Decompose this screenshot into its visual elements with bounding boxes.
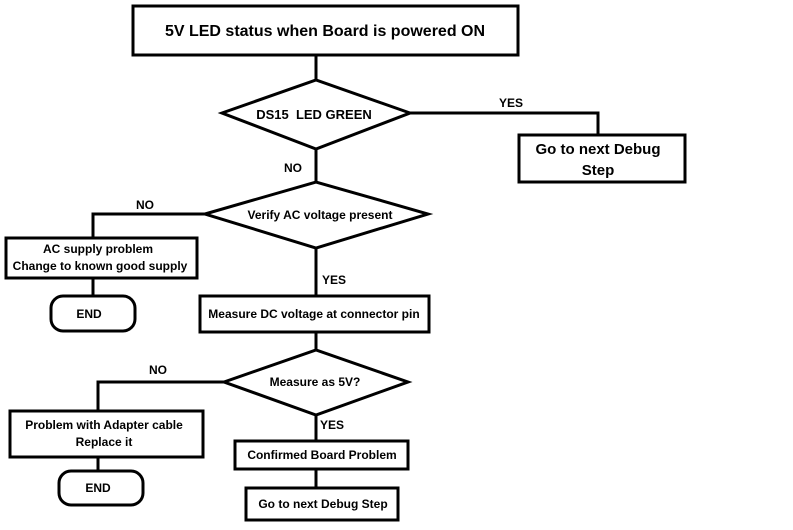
adapter-problem-box bbox=[8, 409, 205, 459]
next-debug-step-bottom-label: Go to next Debug Step bbox=[258, 497, 387, 511]
connector-5v-no bbox=[96, 380, 224, 411]
board-problem-box bbox=[233, 439, 410, 471]
start-label: 5V LED status when Board is powered ON bbox=[165, 23, 485, 40]
next-debug-step-top-line2: Step bbox=[582, 162, 615, 179]
next-debug-step-box-bottom bbox=[244, 486, 400, 522]
start-box bbox=[131, 4, 520, 57]
label-no-5v: NO bbox=[149, 363, 167, 377]
measure-dc-label: Measure DC voltage at connector pin bbox=[208, 307, 419, 321]
decision-led-diamond bbox=[217, 78, 415, 151]
end-label-1: END bbox=[76, 307, 102, 321]
label-yes-ac: YES bbox=[322, 273, 346, 287]
decision-5v-label: Measure as 5V? bbox=[270, 375, 361, 389]
adapter-problem-line2: Replace it bbox=[76, 435, 133, 449]
ac-supply-problem-line2: Change to known good supply bbox=[13, 259, 188, 273]
label-no-led: NO bbox=[284, 161, 302, 175]
decision-ac-label: Verify AC voltage present bbox=[248, 208, 393, 222]
board-problem-label: Confirmed Board Problem bbox=[247, 448, 396, 462]
adapter-problem-line1: Problem with Adapter cable bbox=[25, 418, 183, 432]
next-debug-step-top-line1: Go to next Debug bbox=[536, 141, 661, 158]
label-yes-5v: YES bbox=[320, 418, 344, 432]
label-yes-led: YES bbox=[499, 96, 523, 110]
end-label-2: END bbox=[85, 481, 111, 495]
connector-led-yes bbox=[410, 111, 600, 135]
measure-dc-box bbox=[198, 294, 431, 334]
ac-supply-problem-box bbox=[4, 236, 199, 280]
end-terminal-2 bbox=[57, 469, 145, 507]
decision-led-label: DS15 LED GREEN bbox=[256, 107, 372, 122]
decision-ac-diamond bbox=[199, 180, 434, 250]
next-debug-step-box-top bbox=[517, 133, 687, 184]
ac-supply-problem-line1: AC supply problem bbox=[43, 242, 153, 256]
end-terminal-1 bbox=[49, 294, 137, 333]
decision-5v-diamond bbox=[219, 348, 413, 417]
connector-ac-no bbox=[91, 212, 205, 238]
label-no-ac: NO bbox=[136, 198, 154, 212]
